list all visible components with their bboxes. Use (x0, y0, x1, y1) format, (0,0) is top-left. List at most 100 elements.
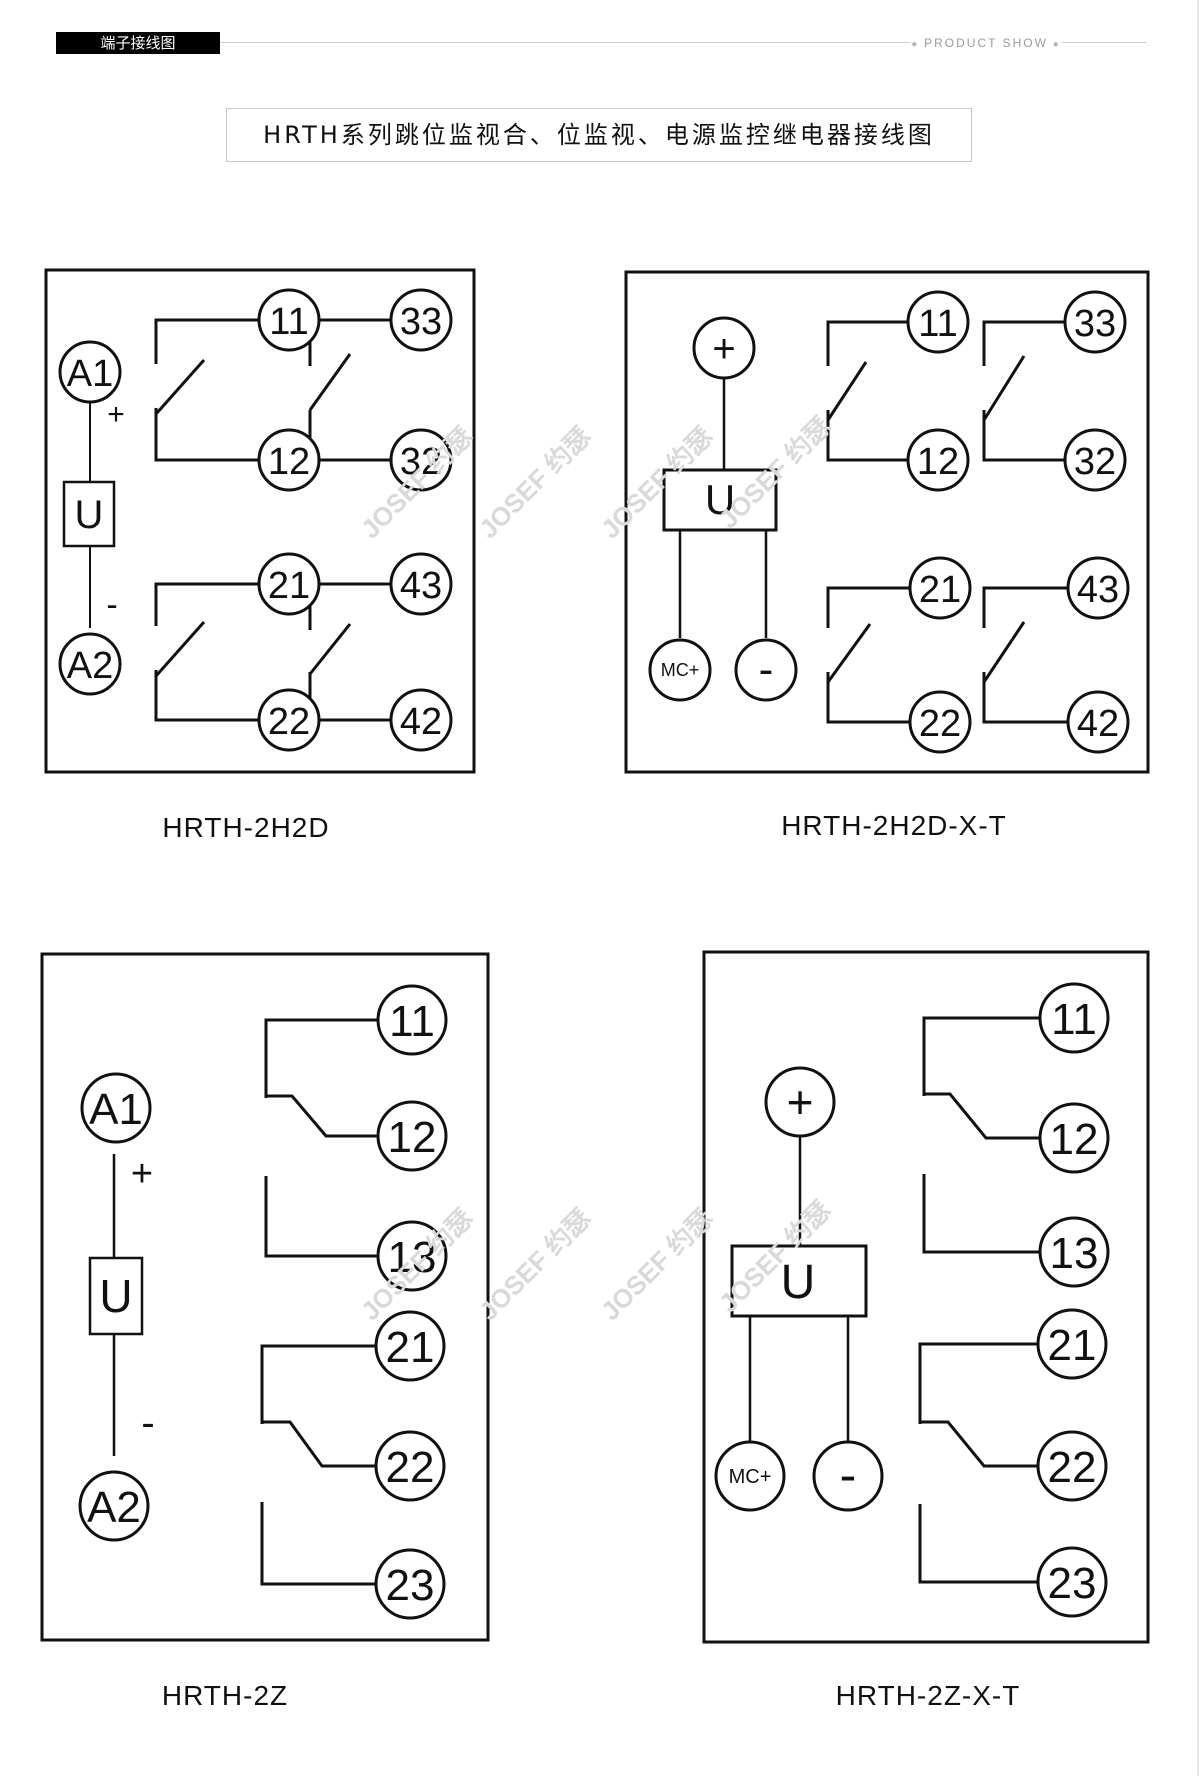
mc-terminal (648, 638, 712, 702)
model-caption: HRTH-2H2D (162, 812, 330, 843)
supply-minus-terminal (812, 1440, 884, 1512)
supply-plus-label: + (712, 327, 735, 371)
terminal-label: 11 (389, 997, 435, 1046)
terminal-label: 23 (386, 1561, 435, 1610)
terminal-21 (374, 1310, 446, 1382)
terminal-23 (1036, 1546, 1108, 1618)
polarity-plus: + (131, 1153, 153, 1195)
terminal-22 (1036, 1430, 1108, 1502)
terminal-label: 22 (919, 703, 961, 745)
terminal-12 (906, 428, 970, 492)
terminal-label: 33 (1074, 303, 1116, 345)
terminal-a2 (78, 1470, 150, 1542)
header-divider-right (1062, 42, 1147, 43)
terminal-42 (1066, 690, 1130, 754)
terminal-label: 11 (918, 303, 957, 345)
terminal-12 (376, 1100, 448, 1172)
mc-label: MC+ (661, 660, 700, 680)
supply-plus-terminal (692, 316, 756, 380)
terminal-label: 11 (1051, 995, 1097, 1044)
coil-label: U (705, 476, 735, 523)
polarity-minus: - (141, 1401, 154, 1445)
coil-box (88, 1256, 144, 1336)
terminal-label: 21 (386, 1323, 435, 1372)
supply-minus-label: - (840, 1447, 857, 1503)
terminal-21 (908, 556, 972, 620)
bullet-icon: ● (1047, 39, 1061, 50)
terminal-label: 21 (1048, 1321, 1097, 1370)
coil-label: U (99, 1270, 132, 1322)
terminal-label: 22 (1048, 1443, 1097, 1492)
terminal-13 (376, 1220, 448, 1292)
terminal-label: 12 (268, 441, 310, 483)
header-divider (220, 42, 910, 43)
diagram-frame (40, 952, 490, 1642)
terminal-label: 33 (400, 301, 442, 343)
coil-label: U (75, 493, 104, 537)
terminal-21 (1036, 1308, 1108, 1380)
terminal-label: 11 (269, 301, 308, 343)
terminal-label: 12 (1050, 1115, 1099, 1164)
wiring-diagram-hrth-2z-x-t: + U MC+ - 11 12 13 21 22 23 (702, 950, 1150, 1644)
terminal-label: 21 (919, 569, 961, 611)
wiring-diagram-hrth-2h2d: A1 A2 U + - 11 12 33 32 21 22 43 42 (44, 268, 476, 774)
diagram-frame (44, 268, 476, 774)
wiring-diagram-hrth-2z: A1 A2 U + - 11 12 13 21 22 23 (40, 952, 490, 1642)
page-title: HRTH系列跳位监视合、位监视、电源监控继电器接线图 (226, 108, 972, 162)
polarity-minus: - (106, 586, 117, 624)
terminal-label: 22 (268, 701, 310, 743)
terminal-33 (1063, 290, 1127, 354)
terminal-43 (389, 552, 453, 616)
terminal-12 (257, 428, 321, 492)
terminal-11 (906, 290, 970, 354)
coil-box (62, 480, 116, 548)
coil-label: U (781, 1256, 816, 1309)
product-show-label: ● PRODUCT SHOW ● (910, 34, 1062, 52)
terminal-a1 (80, 1072, 152, 1144)
mc-label: MC+ (729, 1466, 772, 1488)
watermark: JOSEF 约瑟 (473, 421, 596, 544)
section-tab: 端子接线图 (56, 32, 220, 54)
diagram-frame (702, 950, 1150, 1644)
terminal-label: 12 (917, 441, 959, 483)
page-edge-line (1197, 0, 1199, 1776)
terminal-22 (908, 690, 972, 754)
terminal-label: 23 (1048, 1559, 1097, 1608)
terminal-12 (1038, 1102, 1110, 1174)
terminal-label: A2 (67, 645, 113, 687)
terminal-11 (1038, 982, 1110, 1054)
terminal-label: 42 (400, 701, 442, 743)
polarity-plus: + (107, 398, 125, 431)
terminal-a1 (58, 340, 122, 404)
mc-terminal (714, 1440, 786, 1512)
watermark: JOSEF 约瑟 (595, 1203, 718, 1326)
terminal-22 (374, 1430, 446, 1502)
terminal-13 (1038, 1216, 1110, 1288)
diagram-frame (624, 270, 1150, 774)
terminal-label: 13 (388, 1233, 437, 1282)
supply-plus-terminal (764, 1066, 836, 1138)
model-caption: HRTH-2Z-X-T (835, 1680, 1021, 1711)
terminal-32 (389, 428, 453, 492)
terminal-label: 22 (386, 1443, 435, 1492)
terminal-11 (376, 984, 448, 1056)
terminal-label: 13 (1050, 1229, 1099, 1278)
terminal-22 (257, 688, 321, 752)
model-caption: HRTH-2H2D-X-T (781, 810, 1007, 841)
supply-minus-terminal (734, 638, 798, 702)
terminal-33 (389, 288, 453, 352)
model-caption: HRTH-2Z (161, 1680, 289, 1711)
terminal-label: A1 (89, 1085, 143, 1134)
terminal-42 (389, 688, 453, 752)
terminal-43 (1066, 556, 1130, 620)
coil-box (730, 1244, 868, 1318)
supply-minus-label: - (759, 645, 774, 694)
terminal-label: A2 (87, 1483, 141, 1532)
terminal-21 (257, 552, 321, 616)
terminal-label: 12 (388, 1113, 437, 1162)
terminal-label: A1 (67, 353, 113, 395)
terminal-label: 43 (1077, 569, 1119, 611)
wiring-diagram-hrth-2h2d-x-t: + U MC+ - 11 12 33 32 21 22 43 42 (624, 270, 1150, 774)
bullet-icon: ● (911, 39, 925, 50)
terminal-23 (374, 1548, 446, 1620)
